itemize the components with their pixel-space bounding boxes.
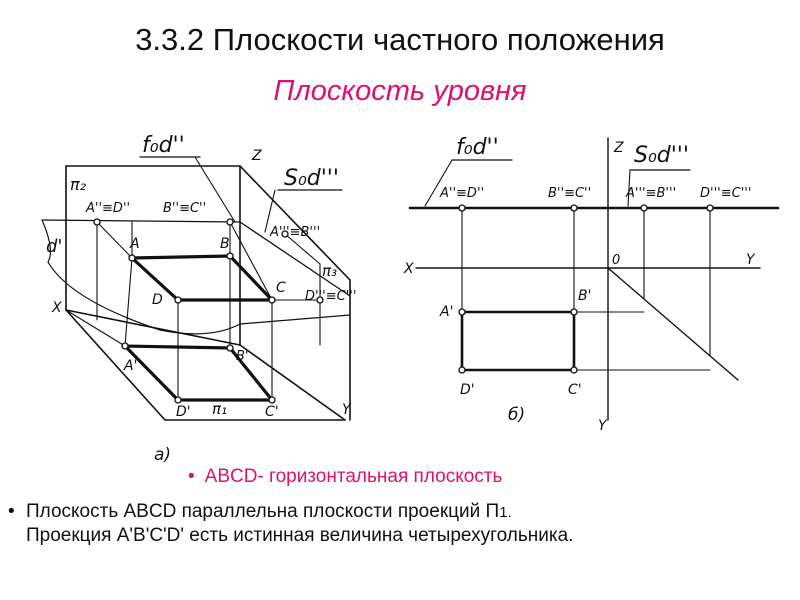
body-line-1-subscript: 1. <box>499 504 512 521</box>
label-origin-b: 0 <box>612 253 620 268</box>
label-pi3: π₃ <box>322 262 337 280</box>
label-a2d2-b: A''≡D'' <box>439 186 484 201</box>
y-axis-a <box>239 344 346 421</box>
bullet-horizontal-plane: • ABCD- горизонтальная плоскость <box>188 466 502 488</box>
label-pi1: π₁ <box>212 400 227 418</box>
label-A1: A' <box>123 358 137 374</box>
label-d3c3-b: D'''≡C''' <box>700 186 751 201</box>
label-s-a: S₀d''' <box>284 166 339 191</box>
label-B1-b: B' <box>578 288 591 304</box>
pi2-plane-outline <box>65 165 241 311</box>
slide-subtitle: Плоскость уровня <box>273 75 527 107</box>
caption-a: a) <box>154 445 171 465</box>
label-s-b: S₀d''' <box>634 143 689 168</box>
bullet-dot: • <box>188 466 195 487</box>
label-D1-b: D' <box>460 382 475 398</box>
trace-s-a <box>239 221 351 297</box>
label-D: D <box>152 292 163 308</box>
diagram-a-labels: f₀d'' S₀d''' π₂ Z A''≡D'' B''≡C'' A'''≡B… <box>46 133 356 465</box>
body-line-1-main: Плоскость ABCD параллельна плоскости про… <box>26 501 500 522</box>
label-pi2: π₂ <box>70 175 87 194</box>
quad-a1b1c1d1 <box>121 344 276 402</box>
label-A1-b: A' <box>439 304 453 320</box>
label-A: A <box>129 236 140 252</box>
label-d-trace: d' <box>46 236 62 257</box>
constant-line-45 <box>607 267 739 381</box>
bullet-text: ABCD- горизонтальная плоскость <box>204 466 503 487</box>
floor-front-edge <box>65 309 346 421</box>
plane-edge-a <box>41 219 351 335</box>
label-f-b: f₀d'' <box>456 135 499 160</box>
label-x-a: X <box>51 300 62 316</box>
label-C: C <box>276 280 286 296</box>
label-a2d2-a: A''≡D'' <box>85 201 130 216</box>
label-y-bottom-b: Y <box>598 418 608 434</box>
diagram-b-labels: f₀d'' Z S₀d''' A''≡D'' B''≡C'' A'''≡B'''… <box>403 135 756 434</box>
body-text: • Плоскость ABCD параллельна плоскости п… <box>8 500 798 547</box>
body-bullet-dot: • <box>8 501 15 522</box>
trace-f-a <box>41 219 241 223</box>
label-C1-b: C' <box>568 382 582 398</box>
label-B1: B' <box>236 349 249 364</box>
body-line-2: Проекция A'B'C'D' есть истинная величина… <box>26 525 574 546</box>
label-D1: D' <box>176 404 191 420</box>
rect-a1b1c1d1 <box>460 310 576 372</box>
label-x-b: X <box>403 261 414 277</box>
projection-diagram: f₀d'' S₀d''' π₂ Z A''≡D'' B''≡C'' A'''≡B… <box>41 133 780 465</box>
label-y-right-b: Y <box>746 252 756 268</box>
label-C1: C' <box>265 404 279 420</box>
label-d3c3-a: D'''≡C''' <box>305 289 356 304</box>
box-top-edge <box>239 165 351 281</box>
label-b2c2-a: B''≡C'' <box>163 201 206 216</box>
label-a3b3-a: A'''≡B''' <box>269 225 320 240</box>
body-line-1: Плоскость ABCD параллельна плоскости про… <box>8 500 798 524</box>
slide-title: 3.3.2 Плоскости частного положения <box>135 22 665 57</box>
label-y-a: Y <box>342 402 352 418</box>
label-f-a: f₀d'' <box>142 133 185 158</box>
label-z-a: Z <box>251 148 262 164</box>
diagram-b <box>408 137 780 421</box>
label-B: B <box>220 236 230 252</box>
label-z-b: Z <box>613 140 624 156</box>
caption-b: б) <box>508 405 525 425</box>
label-b2c2-b: B''≡C'' <box>548 186 591 201</box>
diagram-a <box>41 156 351 421</box>
label-a3b3-b: A'''≡B''' <box>625 186 676 201</box>
